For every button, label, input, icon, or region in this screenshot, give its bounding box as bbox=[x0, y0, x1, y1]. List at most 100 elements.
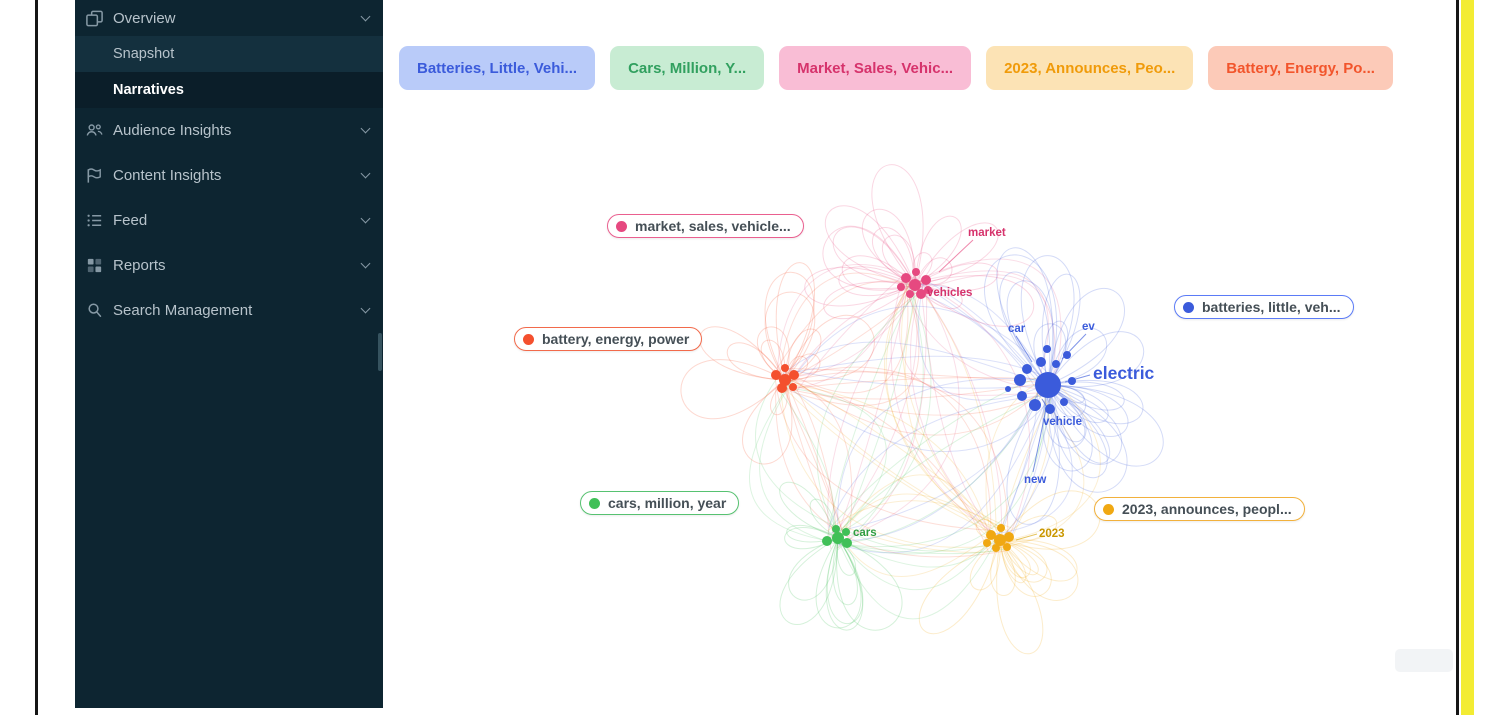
graph-node-yellow[interactable] bbox=[997, 524, 1005, 532]
topic-chip-cars-million-y[interactable]: Cars, Million, Y... bbox=[610, 46, 765, 90]
graph-edge bbox=[838, 274, 916, 549]
graph-node-blue[interactable] bbox=[1036, 357, 1046, 367]
sidebar-item-content-insights[interactable]: Content Insights bbox=[75, 153, 383, 198]
graph-node-blue[interactable] bbox=[1060, 398, 1068, 406]
graph-node-blue[interactable] bbox=[1063, 351, 1071, 359]
graph-edge bbox=[794, 290, 917, 378]
graph-edge bbox=[827, 279, 917, 549]
graph-node-red[interactable] bbox=[777, 383, 787, 393]
graph-edge bbox=[790, 379, 1010, 543]
graph-node-green[interactable] bbox=[832, 525, 840, 533]
graph-edge bbox=[914, 257, 953, 286]
graph-edge bbox=[999, 539, 1048, 583]
sidebar-item-feed[interactable]: Feed bbox=[75, 198, 383, 243]
label-leader-line bbox=[1032, 408, 1047, 473]
graph-edge bbox=[784, 353, 821, 381]
topic-chip-2023-announces-peo[interactable]: 2023, Announces, Peo... bbox=[986, 46, 1194, 90]
topic-chip-battery-energy-po[interactable]: Battery, Energy, Po... bbox=[1208, 46, 1393, 90]
graph-node-blue[interactable] bbox=[1017, 391, 1027, 401]
graph-node-blue[interactable] bbox=[1052, 360, 1060, 368]
sidebar-item-audience-insights[interactable]: Audience Insights bbox=[75, 108, 383, 153]
graph-node-blue[interactable] bbox=[1022, 364, 1032, 374]
graph-node-yellow[interactable] bbox=[986, 530, 996, 540]
cluster-pill-market-sales-vehicle[interactable]: market, sales, vehicle... bbox=[607, 214, 804, 238]
sidebar-item-reports[interactable]: Reports bbox=[75, 243, 383, 288]
cluster-pill-battery-energy-power[interactable]: battery, energy, power bbox=[514, 327, 703, 351]
graph-edge bbox=[787, 294, 920, 406]
graph-node-green[interactable] bbox=[842, 528, 850, 536]
graph-node-yellow[interactable] bbox=[983, 539, 991, 547]
graph-node-pink[interactable] bbox=[916, 289, 926, 299]
cluster-pill-batteries-little-veh[interactable]: batteries, little, veh... bbox=[1174, 295, 1354, 319]
graph-node-label: vehicles bbox=[927, 287, 972, 299]
graph-node-red[interactable] bbox=[781, 364, 789, 372]
graph-node-label: electric bbox=[1093, 363, 1155, 383]
graph-node-pink[interactable] bbox=[901, 273, 911, 283]
graph-edge bbox=[790, 366, 992, 529]
graph-edge bbox=[796, 274, 905, 392]
graph-edge bbox=[841, 255, 916, 291]
graph-edge bbox=[790, 274, 915, 389]
graph-node-green[interactable] bbox=[822, 536, 832, 546]
sidebar-subitem-snapshot[interactable]: Snapshot bbox=[75, 36, 383, 72]
graph-node-green[interactable] bbox=[832, 532, 844, 544]
graph-node-yellow[interactable] bbox=[992, 544, 1000, 552]
graph-edge bbox=[755, 376, 844, 531]
graph-node-blue[interactable] bbox=[1045, 404, 1055, 414]
graph-node-yellow[interactable] bbox=[1003, 543, 1011, 551]
graph-node-pink[interactable] bbox=[912, 268, 920, 276]
graph-edge bbox=[1047, 384, 1108, 479]
graph-node-blue[interactable] bbox=[1043, 345, 1051, 353]
cluster-dot bbox=[589, 497, 600, 509]
graph-node-blue[interactable] bbox=[1035, 372, 1061, 398]
graph-edge bbox=[1047, 379, 1144, 425]
chevron-down-icon bbox=[360, 123, 371, 134]
sidebar-item-overview[interactable]: Overview bbox=[75, 0, 383, 36]
topic-chip-market-sales-vehic[interactable]: Market, Sales, Vehic... bbox=[779, 46, 972, 90]
graph-edge bbox=[909, 274, 1056, 379]
graph-edge bbox=[844, 526, 998, 553]
graph-edge bbox=[826, 388, 1047, 555]
topic-chip-batteries-little-vehi[interactable]: Batteries, Little, Vehi... bbox=[399, 46, 596, 90]
graph-edge bbox=[985, 378, 1046, 532]
graph-edge bbox=[826, 537, 864, 624]
graph-node-blue[interactable] bbox=[1029, 399, 1041, 411]
graph-edge bbox=[990, 539, 1016, 596]
graph-edge bbox=[784, 377, 844, 533]
graph-edge bbox=[996, 247, 1054, 386]
graph-node-pink[interactable] bbox=[897, 283, 905, 291]
graph-edge bbox=[861, 208, 916, 286]
cluster-pill-cars-million-year[interactable]: cars, million, year bbox=[580, 491, 740, 515]
graph-node-label: car bbox=[1008, 323, 1026, 335]
graph-edge bbox=[848, 531, 992, 552]
graph-edge bbox=[841, 390, 1052, 548]
sidebar-scrollbar-thumb[interactable] bbox=[378, 333, 382, 371]
graph-edge bbox=[914, 262, 999, 292]
sidebar-item-search-management[interactable]: Search Management bbox=[75, 288, 383, 333]
graph-node-red[interactable] bbox=[789, 370, 799, 380]
graph-node-pink[interactable] bbox=[921, 275, 931, 285]
graph-node-green[interactable] bbox=[842, 538, 852, 548]
graph-edge bbox=[837, 531, 989, 577]
sidebar-item-label: Reports bbox=[113, 257, 166, 274]
graph-edge bbox=[885, 288, 994, 530]
graph-node-blue[interactable] bbox=[1068, 377, 1076, 385]
graph-node-pink[interactable] bbox=[909, 279, 921, 291]
graph-node-yellow[interactable] bbox=[1004, 532, 1014, 542]
feed-icon bbox=[85, 211, 104, 230]
cluster-pill-2023-announces-peopl[interactable]: 2023, announces, peopl... bbox=[1094, 497, 1305, 521]
graph-node-blue[interactable] bbox=[1005, 386, 1011, 392]
graph-edge bbox=[836, 278, 928, 549]
graph-edge bbox=[822, 225, 916, 290]
graph-edge bbox=[1006, 280, 1054, 386]
cluster-dot bbox=[523, 333, 534, 345]
sidebar-subitem-narratives[interactable]: Narratives bbox=[75, 72, 383, 108]
graph-node-blue[interactable] bbox=[1014, 374, 1026, 386]
graph-edge bbox=[1047, 384, 1109, 424]
graph-node-red[interactable] bbox=[771, 370, 781, 380]
graph-node-yellow[interactable] bbox=[994, 534, 1006, 546]
graph-node-red[interactable] bbox=[789, 383, 797, 391]
graph-node-pink[interactable] bbox=[906, 290, 914, 298]
graph-node-pink[interactable] bbox=[924, 286, 932, 294]
